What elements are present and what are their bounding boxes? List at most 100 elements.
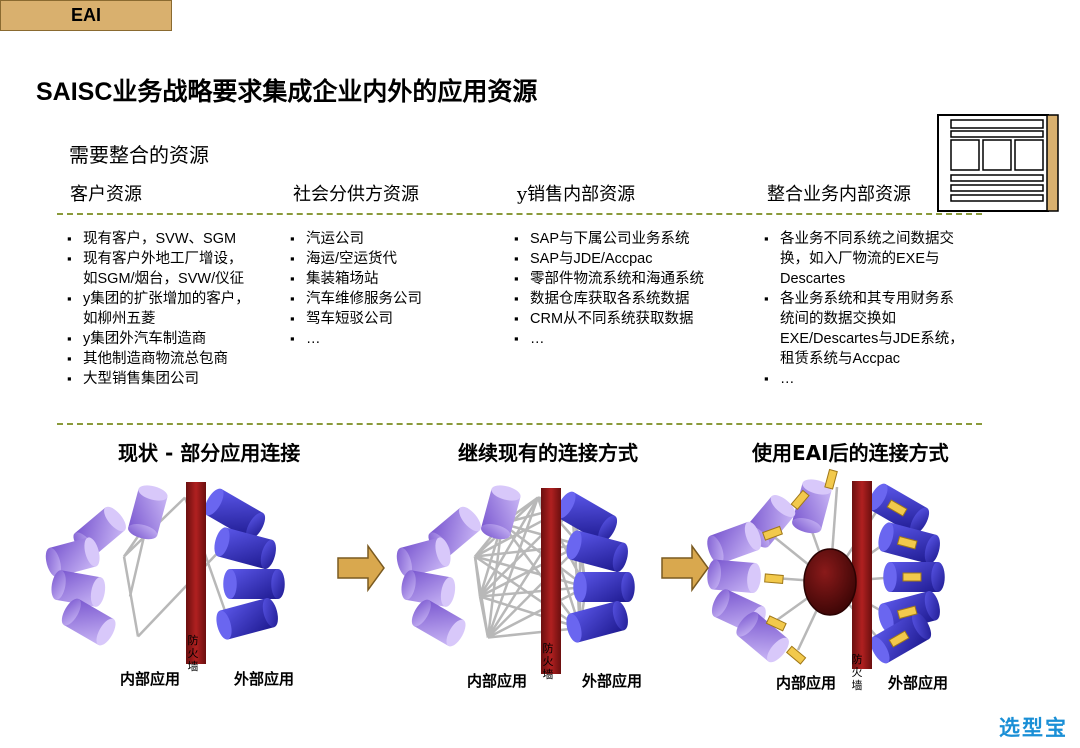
external-app-cylinder (204, 488, 266, 540)
list-item-continuation: 统间的数据交换如 (780, 311, 896, 327)
adapter-connector (765, 615, 787, 632)
list-item-continuation: 换，如入厂物流的EXE与 (780, 251, 940, 267)
external-app-cylinder (883, 562, 945, 592)
external-apps-label-2: 外部应用 (582, 673, 643, 690)
adapter-connector (790, 489, 810, 511)
firewall-label-3: 防火墙 (851, 654, 863, 692)
list-item: … (514, 329, 704, 349)
column-heading-business-internal: 整合业务内部资源 (767, 184, 911, 205)
connection-line (487, 544, 581, 639)
list-item: y集团外汽车制造商 (67, 329, 250, 349)
section-tag: EAI (0, 0, 172, 31)
external-apps-label-1: 外部应用 (234, 671, 295, 688)
external-app-cylinder (214, 527, 276, 570)
firewalls (186, 481, 872, 674)
brand-logo: 选型宝 (999, 717, 1068, 740)
internal-apps-label-3: 内部应用 (776, 675, 837, 692)
list-item-continuation: Descartes (780, 271, 846, 287)
internal-app-cylinder (61, 598, 116, 646)
eai-hub (803, 548, 857, 616)
diagram-title-continue: 继续现有的连接方式 (458, 441, 638, 465)
column-heading-customer: 客户资源 (70, 184, 142, 205)
list-item: y集团的扩张增加的客户， (67, 289, 250, 309)
external-app-cylinder (573, 572, 635, 602)
internal-apps-label-2: 内部应用 (467, 673, 528, 690)
connection-line (487, 626, 581, 639)
list-item: 驾车短驳公司 (290, 309, 422, 329)
list-item: 汽车维修服务公司 (290, 289, 422, 309)
firewall-label-2: 防火墙 (542, 643, 554, 681)
internal-app-cylinder (396, 537, 451, 577)
column-heading-supplier: 社会分供方资源 (293, 184, 419, 205)
adapter-connector (902, 572, 922, 582)
diagram-title-eai: 使用EAI后的连接方式 (752, 441, 949, 465)
list-item: SAP与下属公司业务系统 (514, 229, 704, 249)
list-item: 零部件物流系统和海通系统 (514, 269, 704, 289)
connection-line (478, 496, 540, 598)
list-item: CRM从不同系统获取数据 (514, 309, 704, 329)
adapter-connector (824, 468, 838, 490)
adapter-connector (896, 535, 918, 550)
internal-app-cylinder (401, 570, 456, 607)
external-app-cylinder (566, 600, 628, 643)
diagram-title-current: 现状 - 部分应用连接 (118, 441, 301, 465)
adapter-connector (762, 525, 783, 541)
adapter-connector (886, 499, 908, 517)
internal-app-cylinder (707, 559, 761, 593)
list-item: SAP与JDE/Accpac (514, 249, 704, 269)
arrow-icon (661, 543, 709, 593)
firewall-wall (186, 482, 206, 664)
external-app-cylinder (216, 597, 278, 640)
internal-app-cylinder (707, 521, 762, 564)
connection-line (478, 596, 490, 638)
firewall-label-1: 防火墙 (187, 635, 199, 673)
external-app-cylinder (556, 491, 618, 543)
list-item: 现有客户，SVW、SGM (67, 229, 250, 249)
list-item: 大型销售集团公司 (67, 369, 250, 389)
list-item-continuation: EXE/Descartes与JDE系统， (780, 331, 964, 347)
internal-app-cylinder (51, 570, 106, 607)
list-item: 集装箱场站 (290, 269, 422, 289)
resources-subtitle: 需要整合的资源 (69, 143, 209, 167)
internal-app-cylinder (736, 612, 789, 663)
list-item: 其他制造商物流总包商 (67, 349, 250, 369)
adapter-connector (888, 630, 910, 648)
connection-line (487, 585, 587, 639)
list-item-continuation: 如柳州五菱 (83, 311, 156, 327)
connection-line (137, 541, 229, 638)
transition-arrows (337, 543, 709, 593)
firewall-wall (852, 481, 872, 669)
internal-apps-label-1: 内部应用 (120, 671, 181, 688)
list-item: 数据仓库获取各系统数据 (514, 289, 704, 309)
internal-app-cylinder (411, 599, 466, 647)
internal-app-cylinder (128, 485, 168, 540)
external-app-cylinder (566, 530, 628, 573)
adapter-connector (785, 645, 807, 665)
internal-app-cylinder (481, 485, 521, 540)
divider-top (57, 213, 982, 215)
divider-bottom (57, 423, 982, 425)
customer-list: 现有客户，SVW、SGM 现有客户外地工厂增设， 如SGM/烟台，SVW/仪征 … (67, 229, 250, 389)
list-item: 各业务系统和其专用财务系 (764, 289, 964, 309)
adapter-connector (896, 605, 918, 620)
column-heading-sales-internal: y销售内部资源 (517, 184, 636, 205)
list-item: … (764, 369, 964, 389)
connection-line (479, 595, 581, 630)
page-title: SAISC业务战略要求集成企业内外的应用资源 (36, 78, 538, 106)
list-item: … (290, 329, 422, 349)
list-item: 各业务不同系统之间数据交 (764, 229, 964, 249)
external-apps-label-3: 外部应用 (888, 675, 949, 692)
external-app-cylinder (223, 569, 285, 599)
adapter-connector (764, 573, 784, 585)
connection-line (122, 556, 140, 637)
arrow-icon (337, 543, 385, 593)
sales-internal-list: SAP与下属公司业务系统 SAP与JDE/Accpac 零部件物流系统和海通系统… (514, 229, 704, 349)
application-cylinders (45, 468, 945, 665)
list-item: 现有客户外地工厂增设， (67, 249, 250, 269)
list-item-continuation: 租赁系统与Accpac (780, 351, 901, 367)
internal-app-cylinder (45, 537, 100, 577)
list-item-continuation: 如SGM/烟台，SVW/仪征 (83, 271, 245, 287)
list-item: 汽运公司 (290, 229, 422, 249)
firewall-wall (541, 488, 561, 674)
